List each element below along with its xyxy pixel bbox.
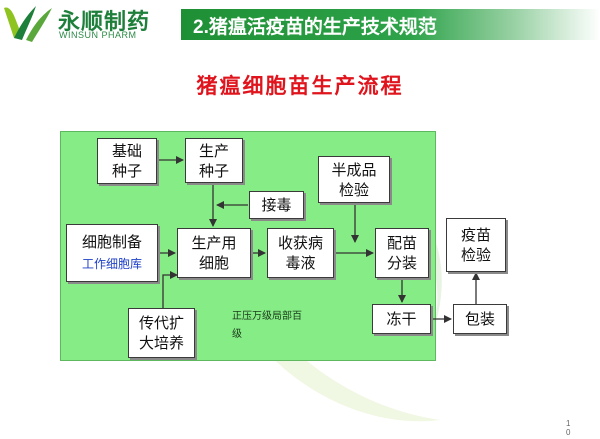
box-freeze-dry: 冻干 — [372, 304, 431, 334]
box-label: 大培养 — [138, 334, 184, 352]
logo-name: 永顺制药 — [58, 9, 151, 35]
box-label: 检验 — [460, 246, 491, 264]
box-label: 疫苗 — [460, 226, 491, 244]
box-prod-cell: 生产用 细胞 — [177, 228, 251, 278]
box-label: 收获病 — [277, 234, 323, 252]
box-label: 包装 — [464, 310, 495, 328]
note-line: 级 — [232, 329, 242, 340]
note-line: 正压万级局部百 — [232, 311, 302, 322]
box-semi-check: 半成品 检验 — [318, 156, 390, 203]
box-label: 种子 — [111, 162, 142, 180]
box-prod-seed: 生产 种子 — [185, 138, 243, 183]
page-number-digit: 0 — [566, 428, 571, 437]
box-vaccine-check: 疫苗 检验 — [446, 218, 506, 272]
title-bar: 2.猪瘟活疫苗的生产技术规范 — [181, 9, 600, 40]
box-cell-prep: 细胞制备 工作细胞库 — [66, 224, 158, 282]
box-label: 配苗 — [386, 234, 417, 252]
box-passage: 传代扩 大培养 — [128, 308, 195, 358]
logo-leaf-icon — [4, 6, 52, 42]
company-logo: 永顺制药 WINSUN PHARM — [0, 0, 170, 46]
box-label: 细胞制备 — [81, 233, 142, 251]
box-packaging: 包装 — [453, 304, 507, 334]
box-label: 生产 — [198, 141, 229, 160]
box-inoculate: 接毒 — [249, 191, 304, 219]
slide-title: 2.猪瘟活疫苗的生产技术规范 — [193, 17, 437, 38]
box-label: 细胞 — [198, 254, 229, 272]
box-label: 基础 — [111, 142, 142, 160]
box-base-seed: 基础 种子 — [97, 138, 157, 184]
working-cell-bank-label: 工作细胞库 — [81, 257, 142, 271]
box-label: 分装 — [386, 254, 417, 272]
box-label: 冻干 — [386, 310, 417, 328]
cleanroom-grade-note: 正压万级局部百 级 — [232, 308, 302, 344]
box-label: 接毒 — [261, 196, 292, 214]
box-dispense: 配苗 分装 — [375, 228, 429, 278]
box-harvest: 收获病 毒液 — [267, 228, 334, 278]
box-label: 传代扩 — [138, 314, 184, 332]
box-label: 检验 — [338, 180, 369, 199]
box-label: 种子 — [198, 161, 229, 180]
box-label: 毒液 — [285, 254, 316, 272]
page-number: 1 0 — [566, 419, 570, 437]
box-label: 生产用 — [191, 234, 237, 252]
page-number-digit: 1 — [566, 419, 571, 428]
logo-subtitle: WINSUN PHARM — [59, 30, 137, 40]
box-label: 半成品 — [331, 160, 377, 179]
arrow-passage-to-prod-cell — [162, 271, 178, 318]
flowchart-heading: 猪瘟细胞苗生产流程 — [196, 73, 404, 98]
